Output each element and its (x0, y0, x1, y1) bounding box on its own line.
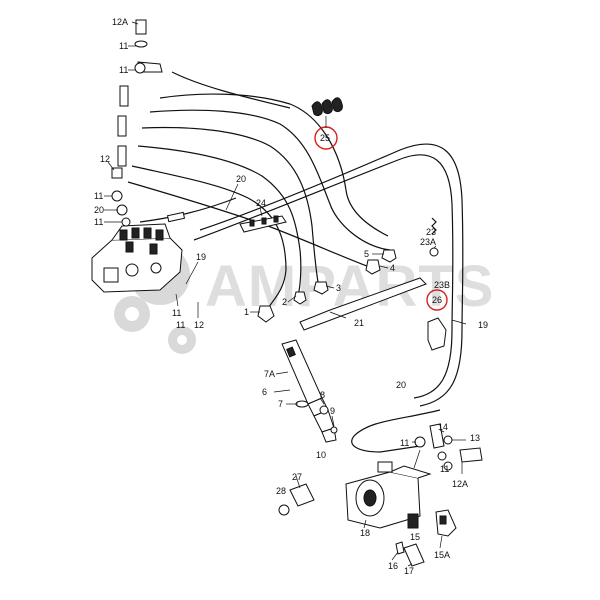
injector-assembly (281, 339, 338, 443)
callout-23: 23 (426, 227, 436, 237)
leader-lines (104, 21, 467, 567)
valve-27-28 (278, 475, 315, 516)
callout-20-right: 20 (396, 380, 406, 390)
callout-12-left: 12 (100, 154, 110, 164)
callout-23A: 23A (420, 237, 436, 247)
clamp-26 (426, 289, 448, 351)
callout-15: 15 (410, 532, 420, 542)
callout-15A: 15A (434, 550, 450, 560)
callout-11-f: 11 (176, 320, 185, 330)
left-fittings (111, 19, 163, 227)
callout-16: 16 (388, 561, 398, 571)
callout-11-a: 11 (119, 41, 128, 51)
callout-19-left: 19 (196, 252, 206, 262)
callout-28: 28 (276, 486, 286, 496)
callout-20-mid: 20 (236, 174, 246, 184)
callout-27: 27 (292, 472, 302, 482)
callout-11-h: 11 (440, 464, 449, 474)
highlight-ring-26 (426, 289, 448, 311)
callout-11-g: 11 (400, 438, 409, 448)
callout-11-c: 11 (94, 191, 103, 201)
callout-12A-top: 12A (112, 17, 128, 27)
callout-19-right: 19 (478, 320, 488, 330)
callout-10: 10 (316, 450, 326, 460)
clip-24 (239, 215, 287, 233)
callout-5: 5 (364, 249, 369, 259)
callout-17: 17 (404, 566, 414, 576)
callout-11-d: 11 (94, 217, 103, 227)
callout-7: 7 (278, 399, 283, 409)
callout-11-e: 11 (172, 308, 181, 318)
callout-12A-bottom: 12A (452, 479, 468, 489)
pump-18 (345, 461, 432, 529)
callout-4: 4 (390, 263, 395, 273)
line-20-left (139, 197, 237, 223)
injection-pump-body (91, 223, 183, 293)
callout-25: 25 (320, 133, 330, 143)
callout-11-b: 11 (119, 65, 128, 75)
callout-24: 24 (256, 198, 266, 208)
callout-13: 13 (470, 433, 480, 443)
callout-6: 6 (262, 387, 267, 397)
callout-21: 21 (354, 318, 364, 328)
callout-14: 14 (438, 422, 448, 432)
bracket-21 (299, 277, 427, 331)
callout-7A: 7A (264, 369, 275, 379)
callout-20-left: 20 (94, 205, 104, 215)
sensor-15A (435, 509, 457, 537)
callout-18: 18 (360, 528, 370, 538)
bolts-16-17 (395, 541, 425, 567)
spring-23 (429, 217, 439, 257)
callout-3: 3 (336, 283, 341, 293)
callout-26: 26 (432, 295, 442, 305)
callout-labels: 12A 11 11 12 11 20 11 20 24 25 19 11 11 … (94, 17, 488, 576)
return-line-19 (193, 143, 464, 453)
callout-23B: 23B (434, 280, 450, 290)
callout-8: 8 (320, 390, 325, 400)
callout-9: 9 (330, 406, 335, 416)
callout-1: 1 (244, 307, 249, 317)
pipe-nuts (257, 249, 397, 323)
callout-12-e: 12 (194, 320, 204, 330)
callout-2: 2 (282, 297, 287, 307)
